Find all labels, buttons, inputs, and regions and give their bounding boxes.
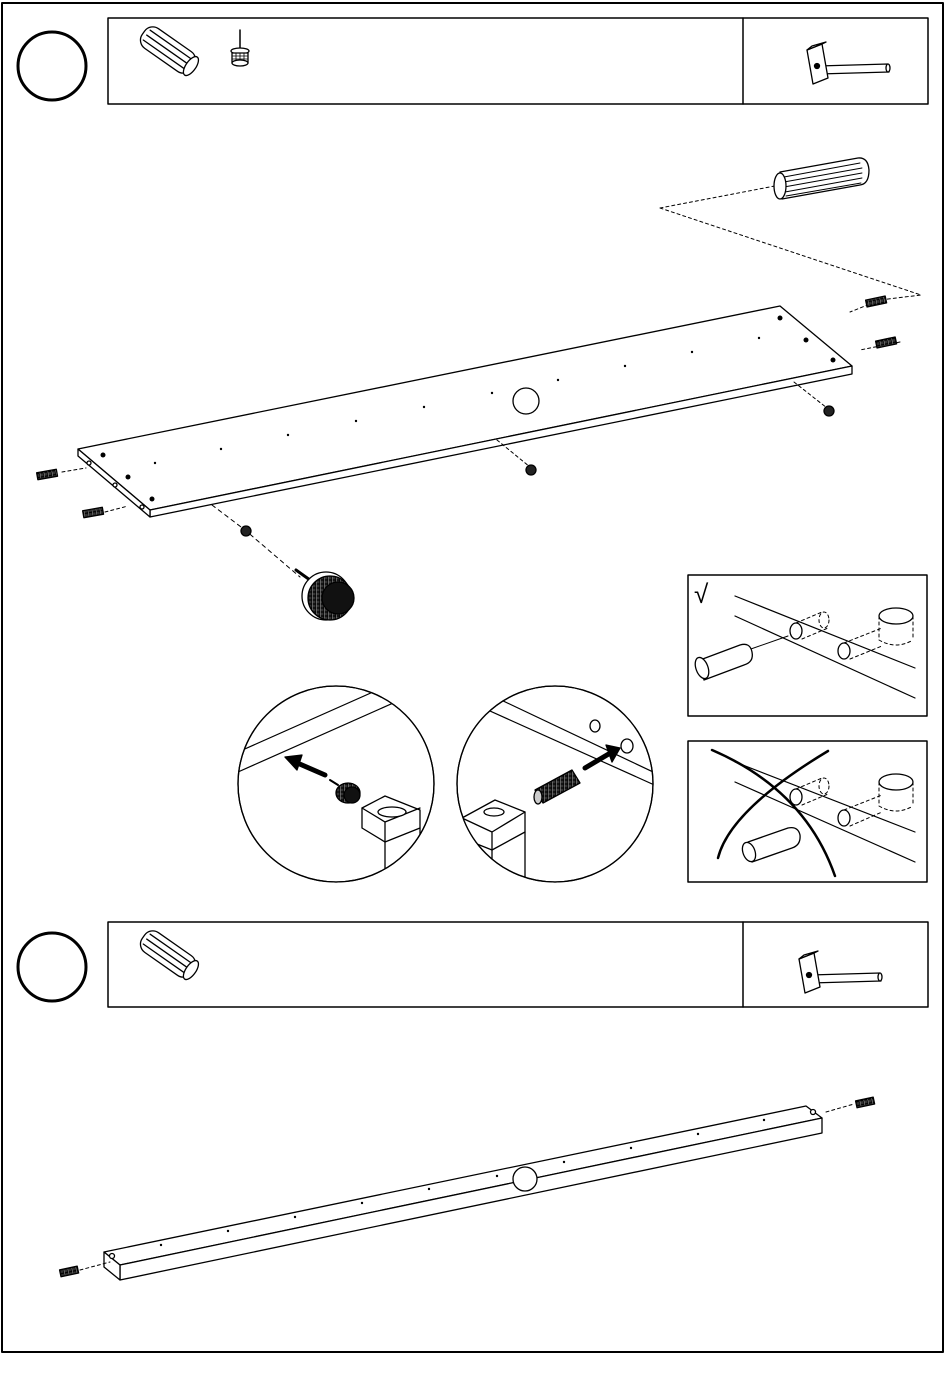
rail-assembly (60, 1097, 875, 1280)
inset-incorrect (688, 741, 927, 882)
inset-correct: √ (688, 575, 927, 716)
shelf-panel (78, 306, 852, 517)
panel-center-circle (513, 388, 539, 414)
hammer-icon (799, 951, 882, 993)
step-1-number-circle (18, 32, 86, 100)
shelf-panel-assembly (37, 158, 921, 620)
step-2-number-circle (18, 933, 86, 1001)
detail-circle-dowel (457, 686, 670, 890)
dowel-callout-line (660, 185, 921, 300)
dowel-icon (137, 23, 202, 79)
detail-circle-glide (220, 680, 434, 890)
step-2-header (18, 922, 928, 1007)
glide-enlarged (296, 570, 354, 620)
rail-center-circle (513, 1167, 537, 1191)
glide-nail-icon (231, 30, 249, 66)
correct-mark: √ (694, 579, 709, 609)
step-1-parts-box (108, 18, 928, 104)
dowel-enlarged (774, 158, 869, 199)
step-1-header (18, 18, 928, 104)
dowel-icon (137, 927, 202, 983)
hammer-icon (807, 42, 890, 84)
